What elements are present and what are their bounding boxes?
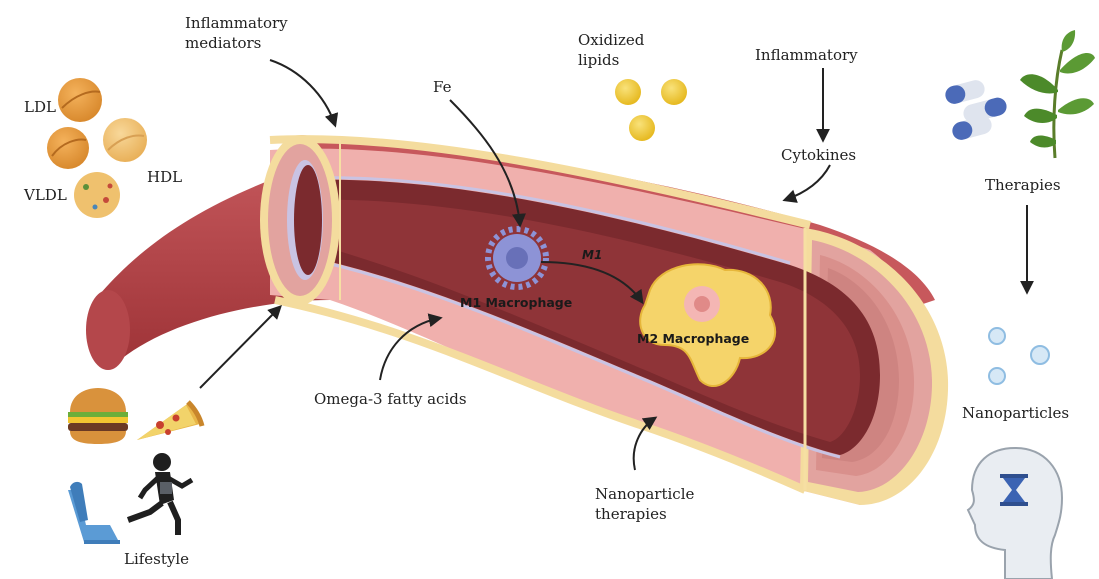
recliner-icon xyxy=(68,482,120,544)
pizza-icon xyxy=(137,402,202,440)
inflammatory-label: Inflammatory xyxy=(755,45,858,65)
burger-icon xyxy=(68,388,128,444)
lifestyle-label: Lifestyle xyxy=(124,549,189,569)
cytokines-label: Cytokines xyxy=(781,145,856,165)
nanoparticle-therapies-line1: Nanoparticle xyxy=(595,484,694,504)
nanoparticles-label: Nanoparticles xyxy=(962,403,1069,423)
nanoparticle-therapies-label: Nanoparticle therapies xyxy=(595,484,694,524)
head-hourglass-icon xyxy=(968,448,1062,579)
oxidized-lipids-line2: lipids xyxy=(578,50,644,70)
nanoparticle-icon xyxy=(989,328,1049,384)
oxidized-lipids-label: Oxidized lipids xyxy=(578,30,644,70)
therapies-label: Therapies xyxy=(985,175,1061,195)
oxidized-lipid-icon xyxy=(615,79,687,141)
m1-arrow-label: M1 xyxy=(582,248,602,262)
pill-capsule-icon xyxy=(943,78,1008,142)
plant-icon xyxy=(1020,30,1095,158)
m2-macrophage-label: M2 Macrophage xyxy=(637,331,749,346)
ldl-label: LDL xyxy=(24,97,56,117)
lifestyle-arrow xyxy=(200,307,280,388)
inflammatory-mediators-label: Inflammatory mediators xyxy=(185,13,288,53)
hdl-label: HDL xyxy=(147,167,182,187)
inflammatory-mediators-arrow xyxy=(270,60,335,125)
inflammatory-mediators-line1: Inflammatory xyxy=(185,13,288,33)
inflammatory-mediators-line2: mediators xyxy=(185,33,288,53)
runner-icon xyxy=(128,453,192,535)
fe-label: Fe xyxy=(433,77,451,97)
nanoparticle-therapies-line2: therapies xyxy=(595,504,694,524)
m1-macrophage-label: M1 Macrophage xyxy=(460,295,572,310)
vldl-label: VLDL xyxy=(24,185,67,205)
blood-vessel xyxy=(86,135,948,505)
omega3-label: Omega-3 fatty acids xyxy=(314,389,467,409)
oxidized-lipids-line1: Oxidized xyxy=(578,30,644,50)
cytokines-arrow xyxy=(785,165,830,200)
